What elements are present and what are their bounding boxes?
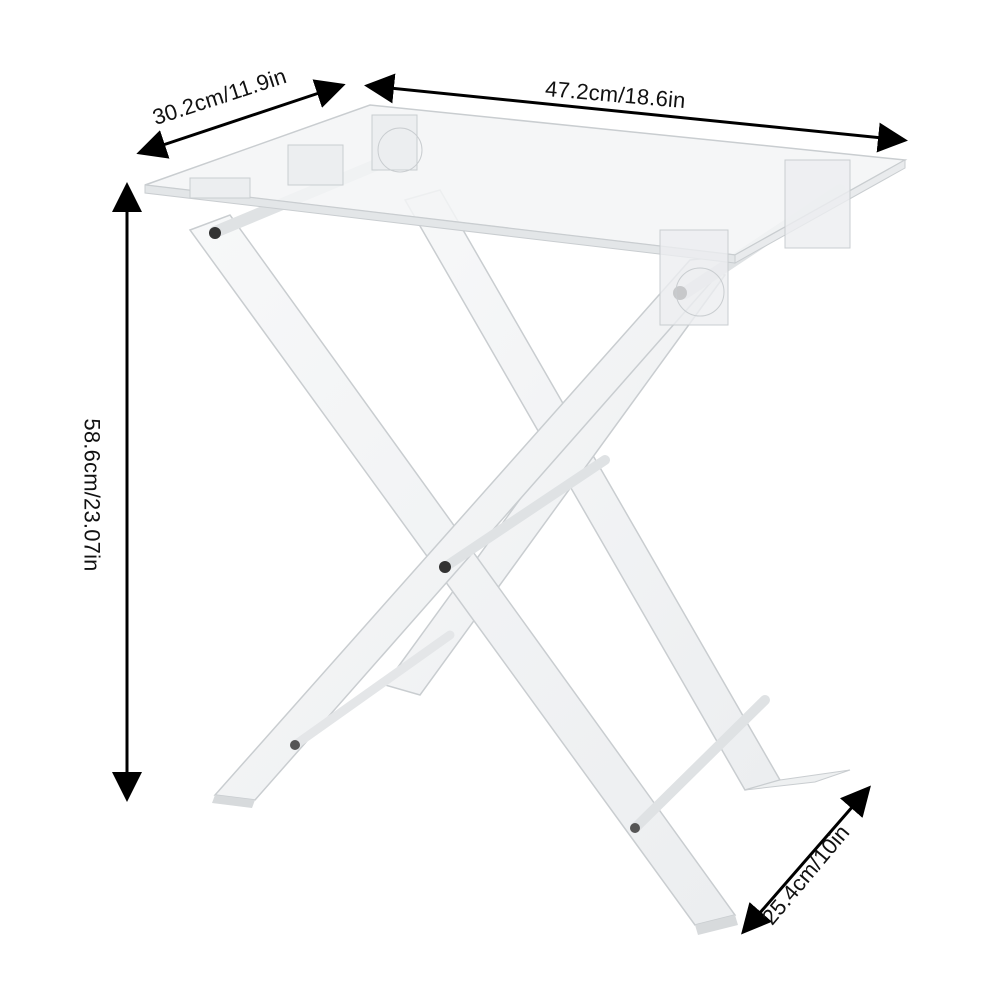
base-depth-arrow [741, 785, 871, 935]
width-arrow [364, 73, 908, 153]
front-leg-left [188, 214, 738, 935]
depth-arrow [136, 79, 346, 159]
height-label: 58.6cm/23.07in [79, 418, 105, 572]
dimension-arrows [112, 73, 908, 935]
